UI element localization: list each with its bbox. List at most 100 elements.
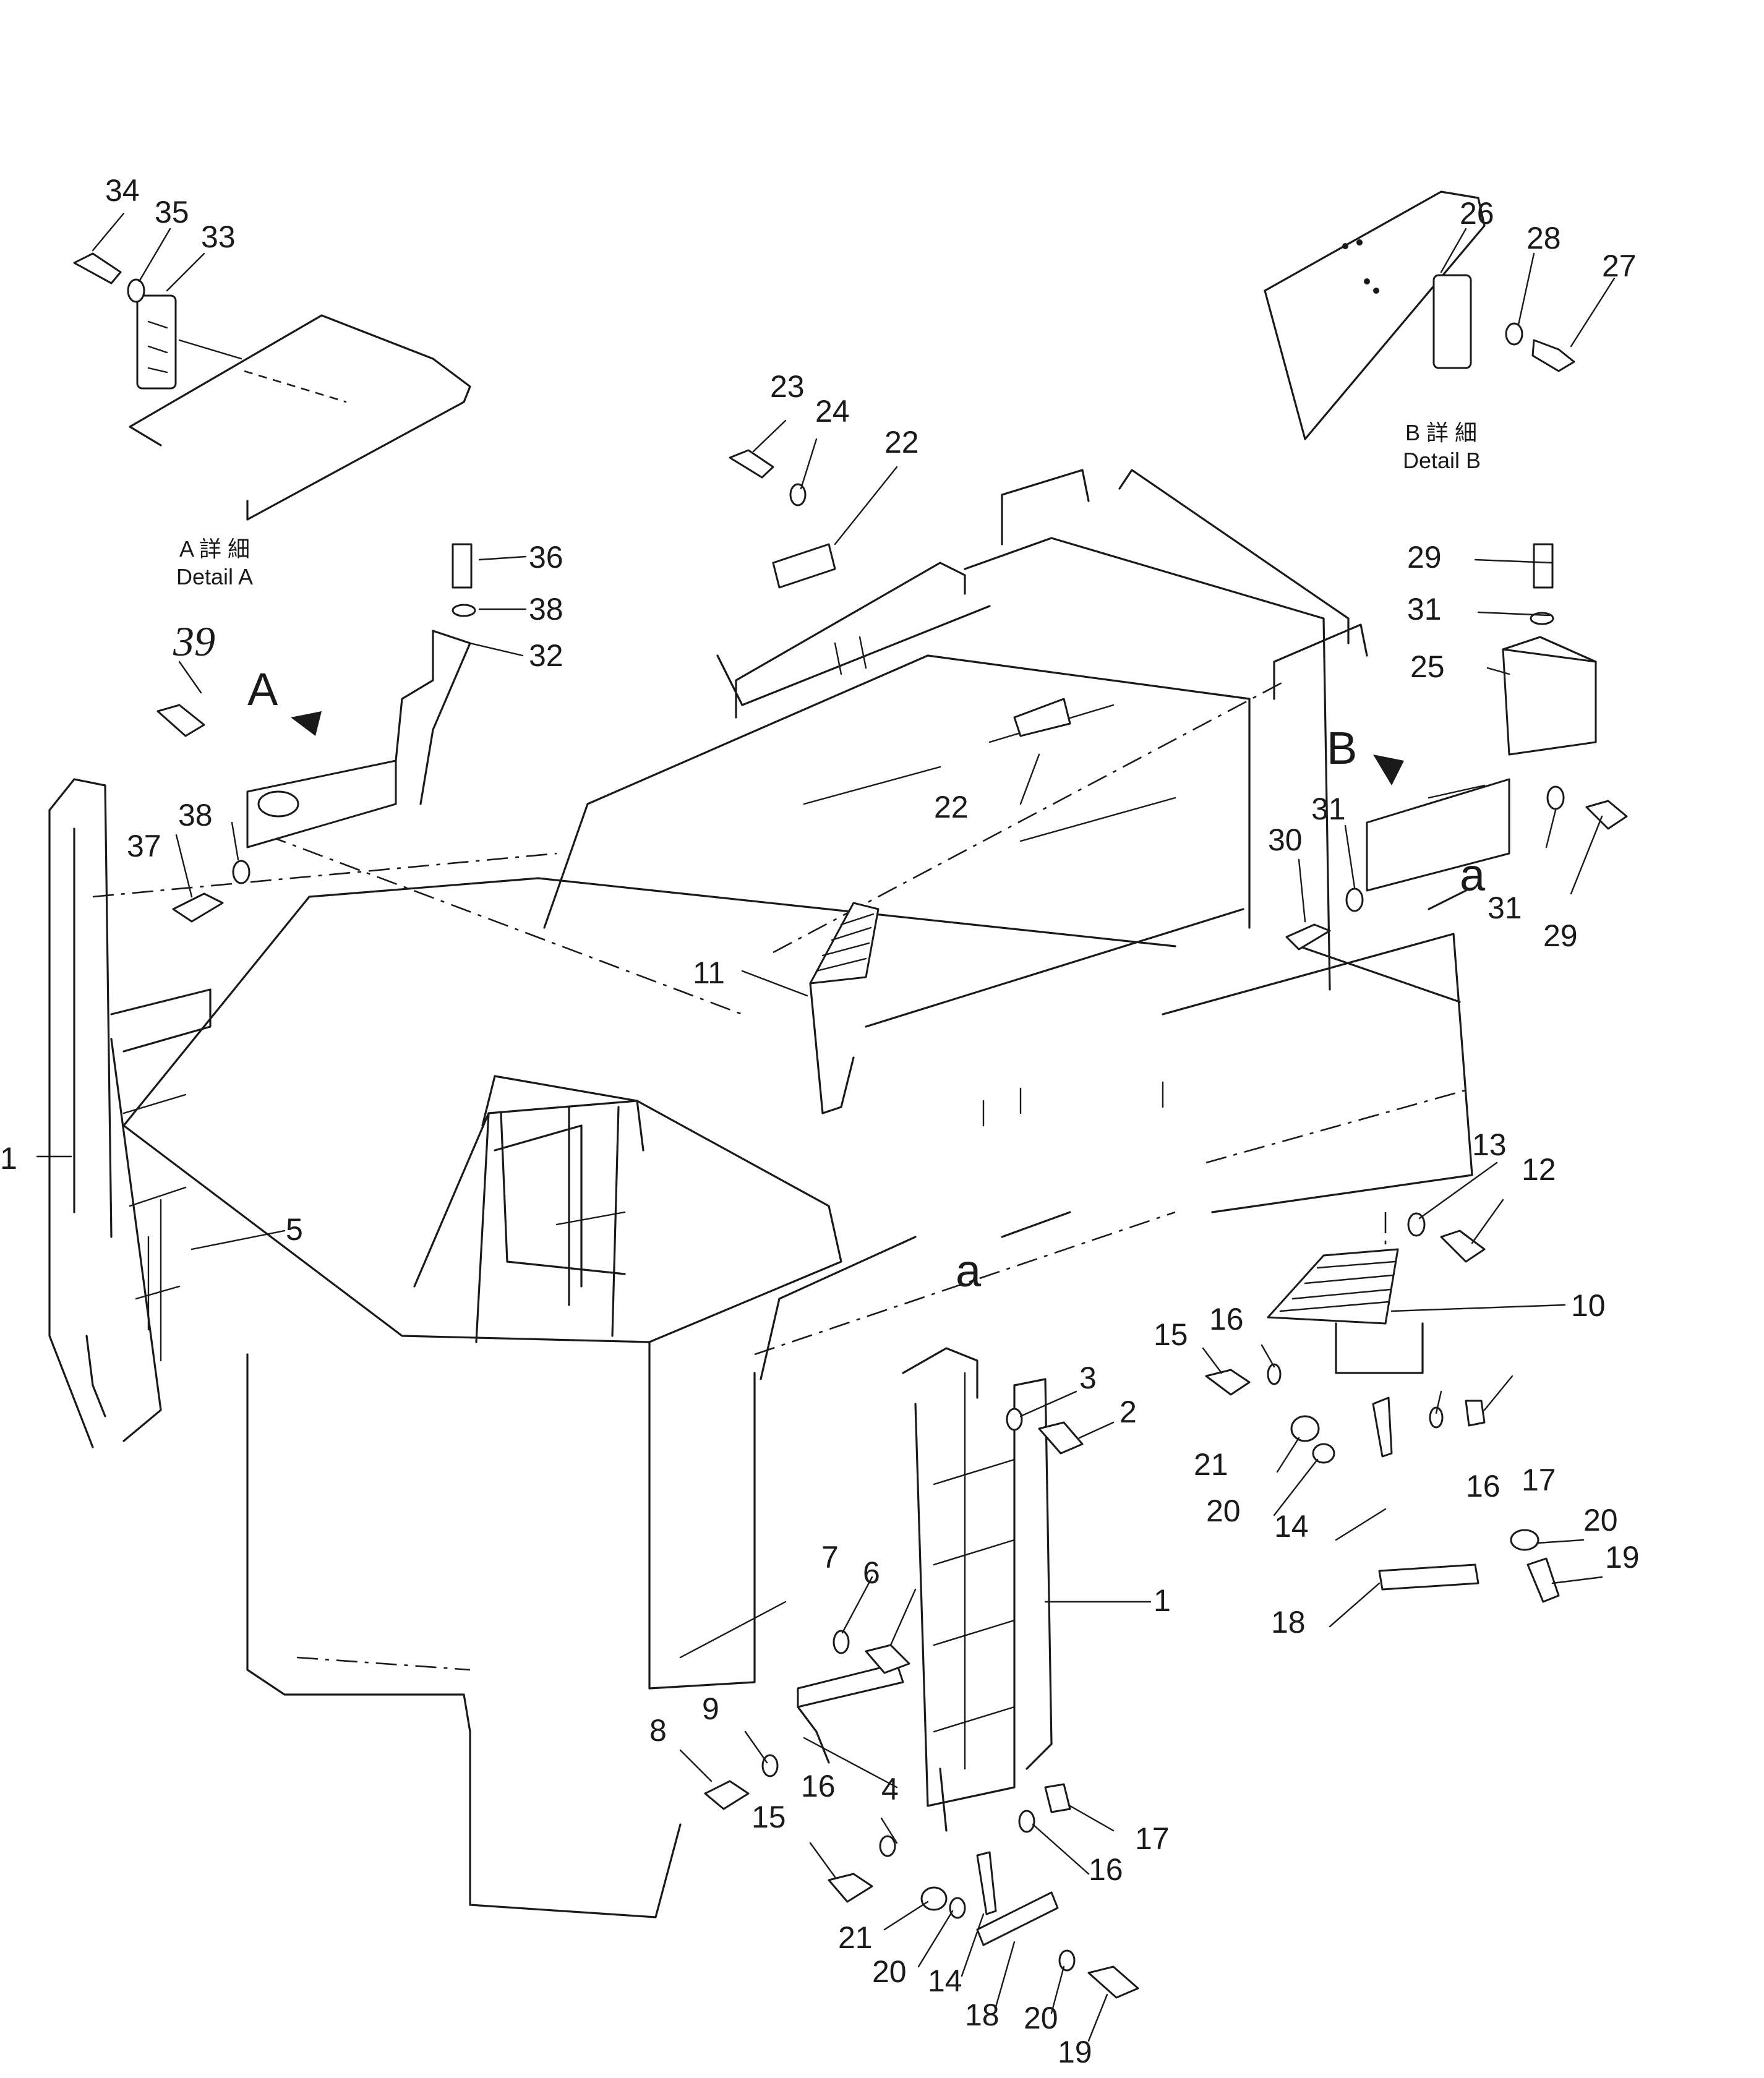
washer-20-right <box>1312 1443 1335 1464</box>
callout-17: 17 <box>1135 1821 1170 1856</box>
bolt-27 <box>1531 339 1575 372</box>
callout-15: 15 <box>751 1800 786 1834</box>
callout-26: 26 <box>1460 196 1494 231</box>
washer-13 <box>1407 1212 1426 1237</box>
step-11 <box>809 902 880 985</box>
callout-16-b: 16 <box>1089 1852 1123 1887</box>
callout-34: 34 <box>105 173 140 208</box>
detail-b-kanji: B 詳 細 <box>1405 420 1477 445</box>
callout-19: 19 <box>1058 2035 1092 2069</box>
bolt-6 <box>865 1644 910 1674</box>
callout-27: 27 <box>1602 249 1637 283</box>
callout-32: 32 <box>529 638 563 673</box>
bolt-37 <box>172 892 224 923</box>
callout-16-r2: 16 <box>1466 1469 1501 1503</box>
callout-1-left: 1 <box>0 1141 17 1176</box>
callout-37: 37 <box>127 829 161 863</box>
callout-10: 10 <box>1571 1288 1606 1323</box>
callout-31-right: 31 <box>1488 891 1522 925</box>
callout-23: 23 <box>770 369 805 404</box>
nut-17 <box>1044 1783 1071 1813</box>
detail-b-label: Detail B <box>1403 448 1481 473</box>
bolt-29-top <box>1533 543 1554 589</box>
callout-9: 9 <box>702 1691 719 1726</box>
callout-18-right: 18 <box>1271 1605 1306 1640</box>
callout-20-r2: 20 <box>1583 1503 1618 1537</box>
washer-16-right <box>1267 1363 1282 1385</box>
nut-21 <box>920 1886 948 1911</box>
view-arrow-b <box>1373 755 1404 785</box>
rod-14 <box>976 1851 997 1915</box>
callout-38: 38 <box>178 798 213 832</box>
callout-39: 39 <box>173 618 215 665</box>
bolt-19-right <box>1526 1557 1560 1603</box>
view-marker-a: A <box>247 664 278 715</box>
bolt-2 <box>1038 1421 1084 1455</box>
callout-15-right: 15 <box>1154 1317 1188 1352</box>
nut-21-right <box>1290 1415 1320 1442</box>
callout-30: 30 <box>1268 823 1303 857</box>
callout-25: 25 <box>1410 649 1445 684</box>
washer-28 <box>1505 322 1523 346</box>
detail-a-kanji: A 詳 細 <box>179 536 250 562</box>
washer-35 <box>127 278 145 303</box>
bolt-23 <box>729 449 774 479</box>
callout-numbers: 34 35 33 23 24 22 26 28 27 36 38 32 39 A… <box>0 173 1640 2069</box>
step-10 <box>1267 1248 1399 1325</box>
bolt-30 <box>1285 923 1331 951</box>
washer-38 <box>232 860 250 884</box>
callout-14: 14 <box>928 1964 962 1998</box>
detail-a-label: Detail A <box>176 564 253 589</box>
bolt-34 <box>73 252 122 284</box>
pin-18 <box>976 1891 1059 1946</box>
bolt-8 <box>704 1780 750 1810</box>
callout-38-top: 38 <box>529 592 563 626</box>
view-arrow-a <box>291 711 322 736</box>
bracket-32 <box>246 759 397 849</box>
washer-31-right <box>1546 785 1565 810</box>
callout-7: 7 <box>821 1540 839 1575</box>
callout-28: 28 <box>1526 221 1561 255</box>
callout-35: 35 <box>155 195 189 229</box>
bracket-25 <box>1366 778 1510 892</box>
bracket-26 <box>1432 274 1472 369</box>
callout-1: 1 <box>1154 1583 1171 1618</box>
callout-19-right: 19 <box>1605 1540 1640 1575</box>
callout-2: 2 <box>1120 1395 1137 1429</box>
callout-18: 18 <box>965 1998 1000 2032</box>
callout-12: 12 <box>1522 1152 1556 1187</box>
callout-13: 13 <box>1472 1127 1507 1162</box>
callout-5: 5 <box>286 1212 303 1247</box>
callout-14-right: 14 <box>1274 1509 1309 1544</box>
callout-8: 8 <box>649 1713 667 1748</box>
callout-20: 20 <box>872 1954 907 1989</box>
callout-24: 24 <box>815 394 850 429</box>
washer-3 <box>1006 1408 1023 1431</box>
callout-33: 33 <box>201 220 236 254</box>
callout-22: 22 <box>934 790 969 824</box>
washer-16-r2 <box>1429 1406 1444 1429</box>
callout-21: 21 <box>838 1920 873 1955</box>
fasteners <box>156 449 1628 1999</box>
callout-21-right: 21 <box>1194 1447 1228 1482</box>
washer-16-b <box>1018 1810 1035 1833</box>
callout-4: 4 <box>881 1772 899 1806</box>
rod-14-right <box>1372 1396 1393 1458</box>
callout-31: 31 <box>1311 792 1346 826</box>
view-marker-sub-a-right: a <box>1460 849 1486 900</box>
detail-a-inset: A 詳 細 Detail A <box>73 252 471 589</box>
washer-20-r2 <box>1510 1529 1539 1551</box>
detail-b-inset: B 詳 細 Detail B <box>1264 190 1575 473</box>
bolt-36 <box>452 543 473 589</box>
washer-31 <box>1345 887 1364 912</box>
pin-18-right <box>1378 1563 1479 1591</box>
callout-29: 29 <box>1543 918 1578 953</box>
bolt-19 <box>1087 1965 1139 1999</box>
washer-38-top <box>452 604 476 617</box>
bolt-12 <box>1440 1229 1486 1263</box>
callout-20-right: 20 <box>1206 1494 1241 1528</box>
bolt-29 <box>1585 800 1628 830</box>
bracket-22-upper <box>772 543 836 589</box>
bolt-15 <box>828 1873 873 1903</box>
